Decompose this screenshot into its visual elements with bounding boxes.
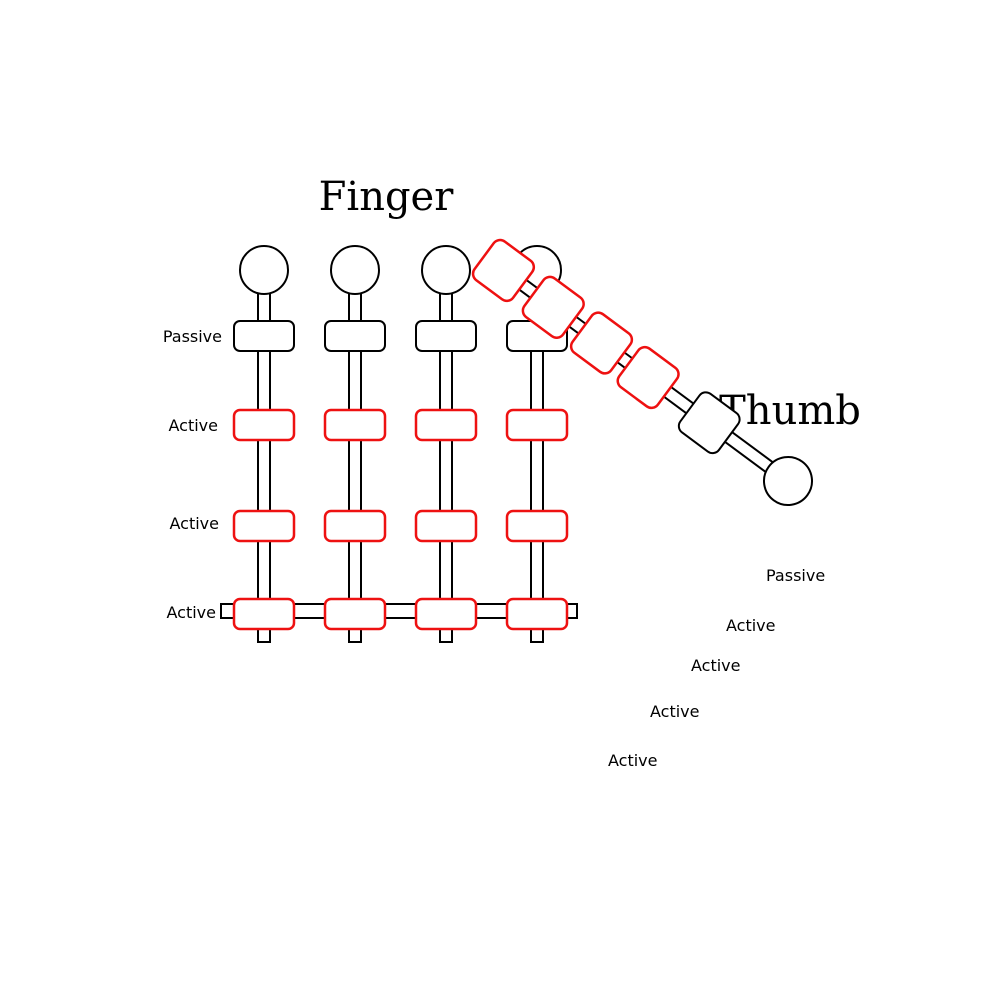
finger-digit-3 xyxy=(414,245,478,643)
thumb-active-joint xyxy=(569,311,634,375)
active-joint xyxy=(323,597,387,631)
thumb-label-active-3: Active xyxy=(650,702,700,721)
thumb-passive-joint xyxy=(677,391,741,455)
finger-title: Finger xyxy=(319,174,455,220)
active-joint xyxy=(232,408,296,442)
finger-label-passive: Passive xyxy=(163,327,222,346)
thumb-label-active-1: Active xyxy=(726,616,776,635)
finger-label-active-1: Active xyxy=(169,416,219,435)
active-joint xyxy=(414,408,478,442)
finger-base-bar xyxy=(220,603,578,619)
active-joint xyxy=(414,597,478,631)
thumb-tip-ball xyxy=(763,456,813,506)
thumb-digit xyxy=(471,238,813,506)
active-joint xyxy=(505,509,569,543)
thumb-active-joint xyxy=(471,238,536,303)
fingertip-ball xyxy=(330,245,380,295)
fingertip-ball xyxy=(421,245,471,295)
active-joint xyxy=(323,408,387,442)
thumb-label-active-2: Active xyxy=(691,656,741,675)
thumb-active-joint xyxy=(521,275,585,339)
finger-digit-2 xyxy=(323,245,387,643)
finger-label-active-3: Active xyxy=(167,603,217,622)
active-joint xyxy=(505,408,569,442)
thumb-label-passive: Passive xyxy=(766,566,825,585)
thumb-label-active-4: Active xyxy=(608,751,658,770)
passive-joint xyxy=(415,320,477,352)
finger-digit-1 xyxy=(232,245,296,643)
passive-joint xyxy=(324,320,386,352)
active-joint xyxy=(232,509,296,543)
thumb-title: Thumb xyxy=(719,388,861,434)
active-joint xyxy=(232,597,296,631)
fingertip-ball xyxy=(239,245,289,295)
passive-joint xyxy=(233,320,295,352)
finger-label-active-2: Active xyxy=(170,514,220,533)
thumb-active-joint xyxy=(616,345,680,410)
active-joint xyxy=(414,509,478,543)
active-joint xyxy=(505,597,569,631)
active-joint xyxy=(323,509,387,543)
